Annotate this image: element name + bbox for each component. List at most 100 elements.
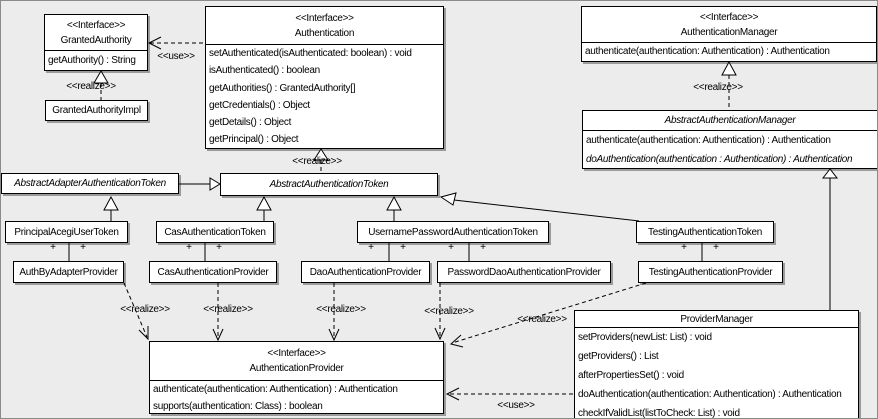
- stereotype-label: <<realize>>: [424, 306, 474, 317]
- class-authentication-manager[interactable]: <<Interface>> AuthenticationManager authen…: [581, 6, 877, 62]
- class-method: doAuthentication(authentication : Authen…: [586, 154, 853, 165]
- stereotype-label: <<realize>>: [66, 81, 116, 92]
- class-name: AuthenticationManager: [680, 26, 778, 38]
- triangle-arrowhead: [209, 177, 221, 191]
- class-stereotype: <<Interface>>: [699, 11, 759, 23]
- class-name: TestingAuthenticationToken: [648, 226, 762, 238]
- association-end-visibility: +: [448, 242, 454, 253]
- open-arrowhead: [328, 328, 340, 342]
- class-title: GrantedAuthorityImpl: [46, 101, 147, 120]
- class-title: <<Interface>> GrantedAuthority: [45, 15, 147, 51]
- triangle-arrowhead: [386, 195, 402, 211]
- stereotype-label: <<realize>>: [120, 304, 170, 315]
- class-abstract-authentication-manager[interactable]: AbstractAuthenticationManager authenticat…: [582, 110, 877, 169]
- open-arrowhead: [445, 387, 460, 401]
- class-name: GrantedAuthorityImpl: [52, 105, 141, 116]
- association-end-visibility: +: [80, 242, 86, 253]
- class-name: AbstractAdapterAuthenticationToken: [14, 178, 166, 189]
- class-title: PrincipalAcegiUserToken: [6, 222, 127, 242]
- class-cas-authentication-token[interactable]: CasAuthenticationToken: [156, 221, 274, 243]
- class-title: <<Interface>> AuthenticationManager: [582, 7, 876, 43]
- class-method: getCredentials() : Object: [209, 99, 310, 111]
- class-title: AuthByAdapterProvider: [14, 262, 123, 282]
- class-granted-authority-impl[interactable]: GrantedAuthorityImpl: [45, 100, 148, 121]
- class-method: isAuthenticated() : boolean: [209, 65, 320, 77]
- class-method: supports(authentication: Class) : boolea…: [153, 401, 323, 412]
- class-method: setProviders(newList: List) : void: [578, 332, 712, 343]
- class-name: AuthenticationProvider: [249, 363, 344, 374]
- class-method: authenticate(authentication: Authenticat…: [585, 46, 830, 57]
- class-name: GrantedAuthority: [60, 34, 132, 46]
- class-name: Authentication: [294, 27, 355, 39]
- association-end-visibility: +: [480, 242, 486, 253]
- class-method: getProviders() : List: [578, 351, 659, 362]
- class-password-dao-authentication-provider[interactable]: PasswordDaoAuthenticationProvider: [437, 261, 611, 283]
- class-title: PasswordDaoAuthenticationProvider: [438, 262, 610, 282]
- class-title: ProviderManager: [575, 311, 858, 328]
- class-name: UsernamePasswordAuthenticationToken: [368, 226, 538, 238]
- stereotype-label: <<use>>: [157, 51, 195, 62]
- association-end-visibility: +: [186, 242, 192, 253]
- stereotype-label: <<realize>>: [292, 156, 342, 167]
- class-title: TestingAuthenticationProvider: [639, 262, 782, 282]
- class-name: DaoAuthenticationProvider: [309, 266, 422, 278]
- class-method: getAuthority() : String: [48, 55, 136, 66]
- class-testing-authentication-provider[interactable]: TestingAuthenticationProvider: [638, 261, 783, 283]
- class-method: getPrincipal() : Object: [209, 134, 299, 146]
- class-method: setAuthenticated(isAuthenticated: boolea…: [209, 48, 412, 59]
- class-name: CasAuthenticationToken: [164, 226, 266, 238]
- association-end-visibility: +: [216, 242, 222, 253]
- triangle-arrowhead: [721, 60, 737, 76]
- stereotype-label: <<realize>>: [517, 314, 567, 325]
- open-arrowhead: [434, 327, 446, 341]
- class-title: AbstractAdapterAuthenticationToken: [2, 174, 178, 193]
- class-stereotype: <<Interface>>: [66, 19, 126, 31]
- class-method: authenticate(authentication: Authenticat…: [153, 384, 398, 395]
- class-testing-authentication-token[interactable]: TestingAuthenticationToken: [636, 221, 774, 243]
- class-method: getAuthorities() : GrantedAuthority[]: [209, 82, 356, 94]
- class-title: UsernamePasswordAuthenticationToken: [358, 222, 548, 242]
- stereotype-label: <<realize>>: [316, 304, 366, 315]
- class-authentication-provider[interactable]: <<Interface>> AuthenticationProvider authe…: [149, 341, 444, 414]
- triangle-arrowhead: [256, 195, 272, 211]
- class-title: CasAuthenticationToken: [157, 222, 273, 242]
- open-arrowhead: [138, 326, 149, 341]
- stereotype-label: <<realize>>: [203, 304, 253, 315]
- class-method: authenticate(authentication: Authenticat…: [586, 135, 831, 146]
- class-name: AbstractAuthenticationToken: [269, 179, 389, 190]
- class-name: AuthByAdapterProvider: [19, 266, 118, 278]
- class-cas-authentication-provider[interactable]: CasAuthenticationProvider: [149, 261, 277, 283]
- class-method: getDetails() : Object: [209, 117, 292, 129]
- association-end-visibility: +: [50, 242, 56, 253]
- open-arrowhead: [449, 334, 464, 348]
- class-provider-manager[interactable]: ProviderManager setProviders(newList: Lis…: [574, 310, 859, 419]
- class-name: ProviderManager: [680, 313, 753, 325]
- class-auth-by-adapter-provider[interactable]: AuthByAdapterProvider: [13, 261, 124, 283]
- class-name: PrincipalAcegiUserToken: [14, 226, 119, 238]
- class-method: afterPropertiesSet() : void: [578, 370, 684, 381]
- stereotype-label: <<realize>>: [693, 82, 743, 93]
- class-abstract-authentication-token[interactable]: AbstractAuthenticationToken: [220, 173, 438, 196]
- class-method: checkIfValidList(listToCheck: List) : vo…: [578, 408, 740, 419]
- generalization-testing-token: [453, 199, 640, 222]
- class-dao-authentication-provider[interactable]: DaoAuthenticationProvider: [301, 261, 430, 283]
- class-name: CasAuthenticationProvider: [157, 266, 269, 278]
- class-title: AbstractAuthenticationManager: [583, 111, 877, 131]
- class-username-password-authentication-token[interactable]: UsernamePasswordAuthenticationToken: [357, 221, 549, 243]
- class-granted-authority[interactable]: <<Interface>> GrantedAuthority getAuthorit…: [44, 14, 148, 71]
- class-title: <<Interface>> AuthenticationProvider: [150, 342, 443, 381]
- association-end-visibility: +: [713, 242, 719, 253]
- class-title: AbstractAuthenticationToken: [221, 174, 437, 195]
- open-arrowhead: [147, 36, 162, 50]
- association-end-visibility: +: [400, 242, 406, 253]
- class-stereotype: <<Interface>>: [267, 348, 326, 359]
- class-title: CasAuthenticationProvider: [150, 262, 276, 282]
- class-principal-acegi-user-token[interactable]: PrincipalAcegiUserToken: [5, 221, 128, 243]
- stereotype-label: <<use>>: [497, 400, 535, 411]
- class-title: TestingAuthenticationToken: [637, 222, 773, 242]
- class-abstract-adapter-authentication-token[interactable]: AbstractAdapterAuthenticationToken: [1, 173, 179, 194]
- open-arrowhead: [212, 328, 224, 342]
- association-end-visibility: +: [681, 242, 687, 253]
